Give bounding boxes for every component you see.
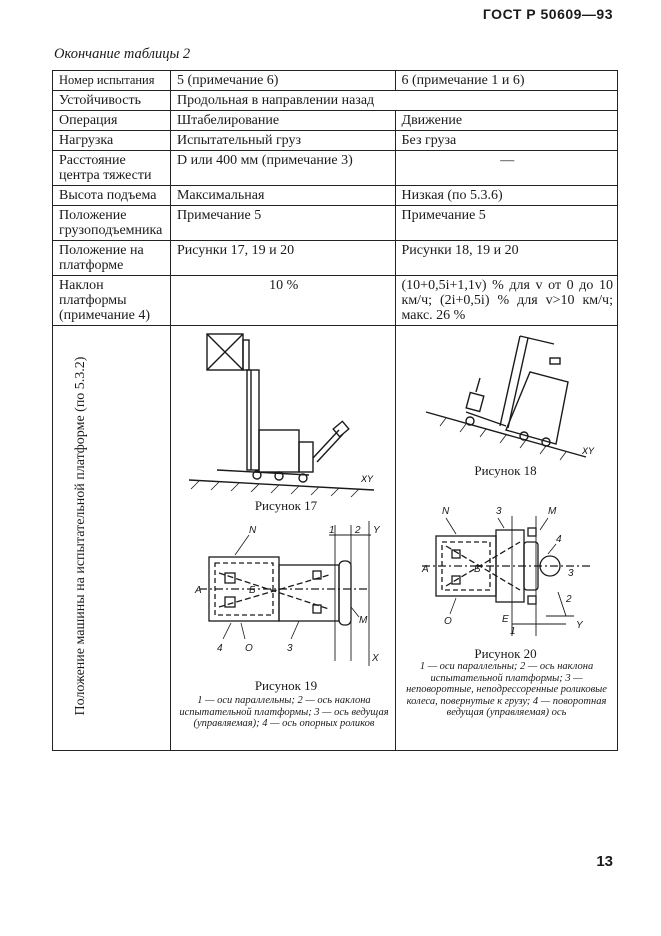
row-label: Высота подъема — [52, 185, 171, 206]
test-table: Номер испытания 5 (примечание 6) 6 (прим… — [52, 70, 619, 751]
table-row: Операция Штабелирование Движение — [52, 110, 619, 131]
row-label: Положение грузоподъемника — [52, 205, 171, 241]
cell-test6: (10+0,5i+1,1v) % для v от 0 до 10 км/ч; … — [394, 275, 619, 326]
table-caption: Окончание таблицы 2 — [54, 46, 191, 62]
row-label: Нагрузка — [52, 130, 171, 151]
head-cell: 5 (примечание 6) — [169, 70, 396, 91]
row-label: Расстояние центра тяжести — [52, 150, 171, 186]
figure-20-drawing: N 3 M A Б 4 3 2 O E 1 Y — [421, 506, 591, 637]
figure-20-caption: Рисунок 20 — [474, 646, 537, 661]
cell-test6: Без груза — [394, 130, 619, 151]
n-label: N — [249, 525, 257, 536]
1-label: 1 — [329, 525, 335, 536]
table-row: Положение на платформе Рисунки 17, 19 и … — [52, 240, 619, 276]
table-row: Нагрузка Испытательный груз Без груза — [52, 130, 619, 151]
y-label-20: Y — [576, 620, 584, 631]
page-number: 13 — [596, 853, 613, 870]
x-label: X — [371, 653, 379, 664]
row-label: Устойчивость — [52, 90, 171, 111]
xy-label: XY — [360, 474, 374, 484]
stability-value: Продольная в направлении назад — [169, 90, 619, 111]
3-label-20: 3 — [496, 506, 502, 517]
2-label: 2 — [354, 525, 361, 536]
1-label-20: 1 — [510, 626, 516, 637]
a-label-20: A — [421, 564, 429, 575]
cell-test6: Рисунки 18, 19 и 20 — [394, 240, 619, 276]
figure-row: Положение машины на испытательной платфо… — [52, 325, 619, 751]
cell-test5: Максимальная — [169, 185, 396, 206]
cell-test5: Испытательный груз — [169, 130, 396, 151]
cell-test6: Примечание 5 — [394, 205, 619, 241]
cell-test5: Примечание 5 — [169, 205, 396, 241]
m-label-20: M — [548, 506, 557, 517]
4-label-20: 4 — [556, 534, 562, 545]
head-cell: 6 (примечание 1 и 6) — [394, 70, 619, 91]
figure-20-legend: 1 — оси параллельны; 2 — ось наклона исп… — [406, 661, 607, 718]
e-label-20: E — [502, 614, 509, 625]
standard-header: ГОСТ Р 50609—93 — [482, 6, 613, 22]
head-cell: Номер испытания — [52, 70, 171, 91]
b-label: Б — [249, 585, 256, 596]
cell-test5: Штабелирование — [169, 110, 396, 131]
figure-19-drawing: N A Б M 4 O 3 1 2 Y X — [194, 521, 381, 666]
table-row: Положение грузоподъемника Примечание 5 П… — [52, 205, 619, 241]
cell-test5: D или 400 мм (примечание 3) — [169, 150, 396, 186]
4-label: 4 — [217, 643, 223, 654]
figure-cell-right: XY Рисунок 18 — [394, 325, 619, 751]
table-row: Устойчивость Продольная в направлении на… — [52, 90, 619, 111]
table-row: Расстояние центра тяжести D или 400 мм (… — [52, 150, 619, 186]
xy-label-18: XY — [581, 446, 595, 456]
cell-test6: Движение — [394, 110, 619, 131]
cell-test6: — — [394, 150, 619, 186]
figure-18-drawing: XY — [425, 335, 595, 461]
2-label-20: 2 — [565, 594, 572, 605]
row-label: Наклон платформы (примечание 4) — [52, 275, 171, 326]
o-label-20: O — [444, 616, 452, 627]
figure-19-caption: Рисунок 19 — [254, 678, 318, 693]
table-row: Высота подъема Максимальная Низкая (по 5… — [52, 185, 619, 206]
row-label: Операция — [52, 110, 171, 131]
a-label: A — [194, 585, 202, 596]
m-label: M — [359, 615, 368, 626]
cell-test6: Низкая (по 5.3.6) — [394, 185, 619, 206]
figure-cell-left: XY Рисунок 17 — [169, 325, 396, 751]
y-label: Y — [373, 525, 381, 536]
position-label: Положение машины на испытательной платфо… — [73, 356, 88, 716]
n-label-20: N — [442, 506, 450, 517]
position-label-cell: Положение машины на испытательной платфо… — [52, 325, 171, 751]
figure-18-caption: Рисунок 18 — [474, 463, 537, 478]
figure-19-legend: 1 — оси параллельны; 2 — ось наклона исп… — [179, 695, 389, 729]
row-label: Положение на платформе — [52, 240, 171, 276]
table-head-row: Номер испытания 5 (примечание 6) 6 (прим… — [52, 70, 619, 91]
o-label: O — [245, 643, 253, 654]
cell-test5: 10 % — [169, 275, 396, 326]
cell-test5: Рисунки 17, 19 и 20 — [169, 240, 396, 276]
figure-17-drawing: XY — [188, 333, 375, 498]
figure-17-caption: Рисунок 17 — [254, 498, 318, 513]
3-label: 3 — [287, 643, 293, 654]
b-label-20: Б — [474, 564, 481, 575]
3b-label-20: 3 — [568, 568, 574, 579]
table-row: Наклон платформы (примечание 4) 10 % (10… — [52, 275, 619, 326]
